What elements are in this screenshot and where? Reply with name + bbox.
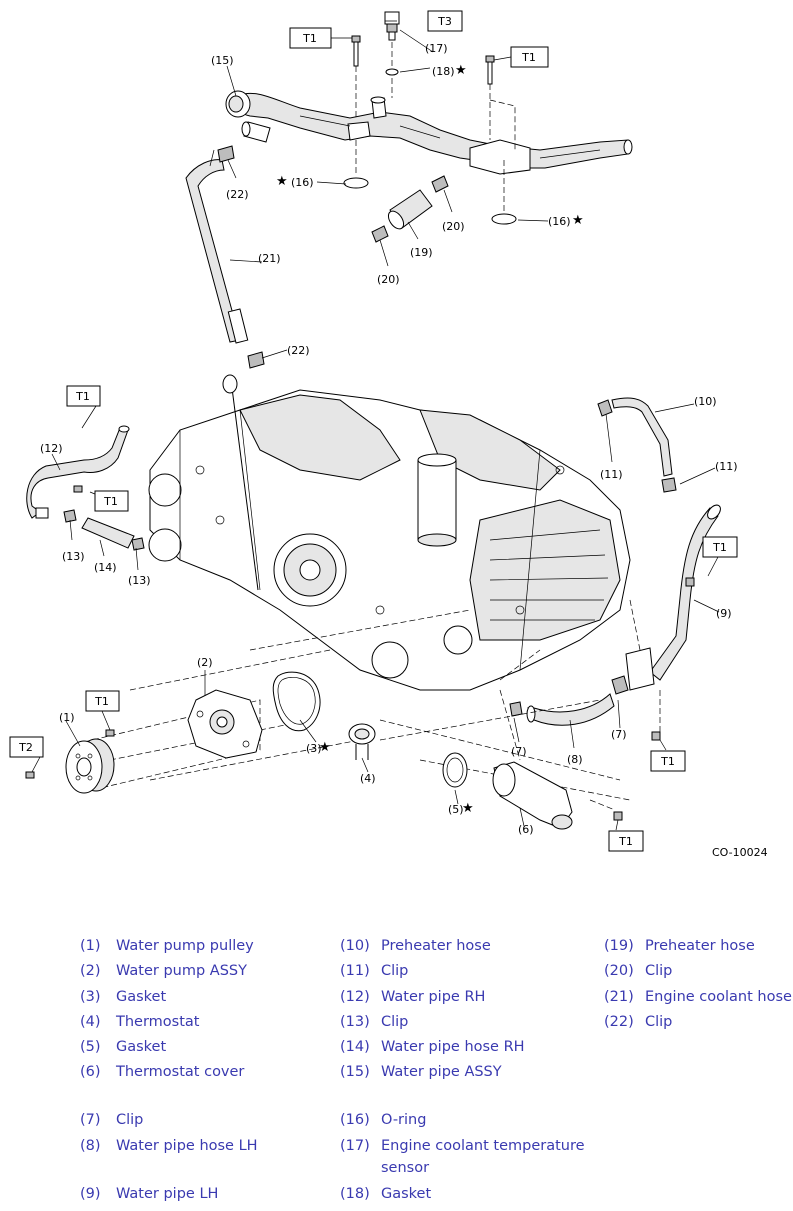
legend-item: (11)Clip (340, 963, 409, 979)
preheater-hose-drawing (371, 175, 449, 243)
callout-11: (11) (600, 468, 623, 481)
torque-tag-t1: T1 (608, 830, 644, 852)
legend-item: (16)O-ring (340, 1112, 427, 1128)
callout-21: (21) (258, 252, 281, 265)
callout-8: (8) (567, 753, 583, 766)
gasket-drawing (272, 671, 321, 732)
legend-item: (2)Water pump ASSY (80, 963, 247, 979)
callout-7: (7) (611, 728, 627, 741)
svg-text:T1: T1 (712, 541, 727, 554)
legend-item: (6)Thermostat cover (80, 1064, 245, 1080)
svg-text:T3: T3 (437, 15, 452, 28)
callout-1: (1) (59, 711, 75, 724)
torque-tag-t1: T1 (289, 27, 332, 49)
svg-text:T1: T1 (618, 835, 633, 848)
torque-tag-t1: T1 (94, 490, 129, 512)
thermostat-cover-drawing (492, 761, 623, 830)
callout-17: (17) (425, 42, 448, 55)
callout-15: (15) (211, 54, 234, 67)
parts-legend: (1)Water pump pulley (2)Water pump ASSY … (0, 928, 793, 1211)
callout-5: (5) (448, 803, 464, 816)
callout-16: (16) (548, 215, 571, 228)
star-symbol: ★ (572, 213, 584, 228)
torque-tag-t1: T1 (702, 536, 738, 558)
callout-22: (22) (226, 188, 249, 201)
callout-14: (14) (94, 561, 117, 574)
legend-item: (5)Gasket (80, 1039, 167, 1055)
star-symbol: ★ (455, 63, 467, 78)
callout-16: (16) (291, 176, 314, 189)
svg-text:T2: T2 (18, 741, 33, 754)
torque-tag-t3: T3 (427, 10, 463, 32)
legend-item: (12)Water pipe RH (340, 989, 486, 1005)
legend-item: (19)Preheater hose (604, 938, 755, 954)
legend-item: (9)Water pipe LH (80, 1186, 219, 1202)
torque-tag-t1: T1 (66, 385, 101, 407)
coolant-temp-sensor-drawing (384, 11, 400, 98)
engine-coolant-hose-drawing (185, 145, 265, 369)
callout-11: (11) (715, 460, 738, 473)
torque-tag-t2: T2 (9, 736, 44, 758)
water-pipe-lh-drawing (597, 397, 721, 741)
legend-item: (21)Engine coolant hose (604, 989, 792, 1005)
svg-text:T1: T1 (103, 495, 118, 508)
star-symbol: ★ (462, 801, 474, 816)
engine-block-drawing (148, 374, 631, 691)
callout-4: (4) (360, 772, 376, 785)
callout-13: (13) (128, 574, 151, 587)
svg-text:T1: T1 (75, 390, 90, 403)
legend-item: (8)Water pipe hose LH (80, 1138, 258, 1154)
svg-text:T1: T1 (521, 51, 536, 64)
callout-6: (6) (518, 823, 534, 836)
callout-3: (3) (306, 742, 322, 755)
callout-20: (20) (442, 220, 465, 233)
water-pipe-assy-drawing (225, 90, 633, 175)
callout-10: (10) (694, 395, 717, 408)
legend-item: (13)Clip (340, 1014, 409, 1030)
legend-item: (22)Clip (604, 1014, 673, 1030)
o-ring-drawing (343, 177, 369, 189)
callout-2: (2) (197, 656, 213, 669)
callout-22: (22) (287, 344, 310, 357)
thermostat-drawing (348, 723, 376, 760)
legend-item: (7)Clip (80, 1112, 144, 1128)
callout-7: (7) (511, 745, 527, 758)
legend-item: (15)Water pipe ASSY (340, 1064, 502, 1080)
torque-tag-t1: T1 (85, 690, 120, 712)
legend-item: (1)Water pump pulley (80, 938, 254, 954)
svg-text:T1: T1 (302, 32, 317, 45)
legend-item: (17)Engine coolant temperature sensor (340, 1138, 585, 1176)
legend-item: (14)Water pipe hose RH (340, 1039, 525, 1055)
callout-20: (20) (377, 273, 400, 286)
legend-item: (3)Gasket (80, 989, 167, 1005)
legend-item: (4)Thermostat (80, 1014, 200, 1030)
exploded-parts-diagram: (15) (17) (18) ★ (16) ★ (16) ★ (22) (20)… (9, 10, 768, 859)
o-ring-drawing (491, 213, 517, 225)
star-symbol: ★ (276, 174, 288, 189)
svg-text:T1: T1 (94, 695, 109, 708)
water-pipe-hose-lh-drawing (509, 675, 629, 726)
callout-18: (18) (432, 65, 455, 78)
star-symbol: ★ (319, 740, 331, 755)
callout-13: (13) (62, 550, 85, 563)
torque-tag-t1: T1 (650, 750, 686, 772)
svg-text:T1: T1 (660, 755, 675, 768)
legend-item: (10)Preheater hose (340, 938, 491, 954)
legend-item: (18)Gasket (340, 1186, 432, 1202)
bolt-drawing (351, 35, 516, 150)
figure-code: CO-10024 (712, 846, 768, 859)
water-pipe-rh-drawing (26, 425, 145, 551)
callout-12: (12) (40, 442, 63, 455)
torque-tag-t1: T1 (510, 46, 549, 68)
legend-item: (20)Clip (604, 963, 673, 979)
water-pump-assy-drawing (187, 689, 263, 759)
water-pump-pulley-drawing (25, 729, 115, 794)
callout-19: (19) (410, 246, 433, 259)
callout-9: (9) (716, 607, 732, 620)
